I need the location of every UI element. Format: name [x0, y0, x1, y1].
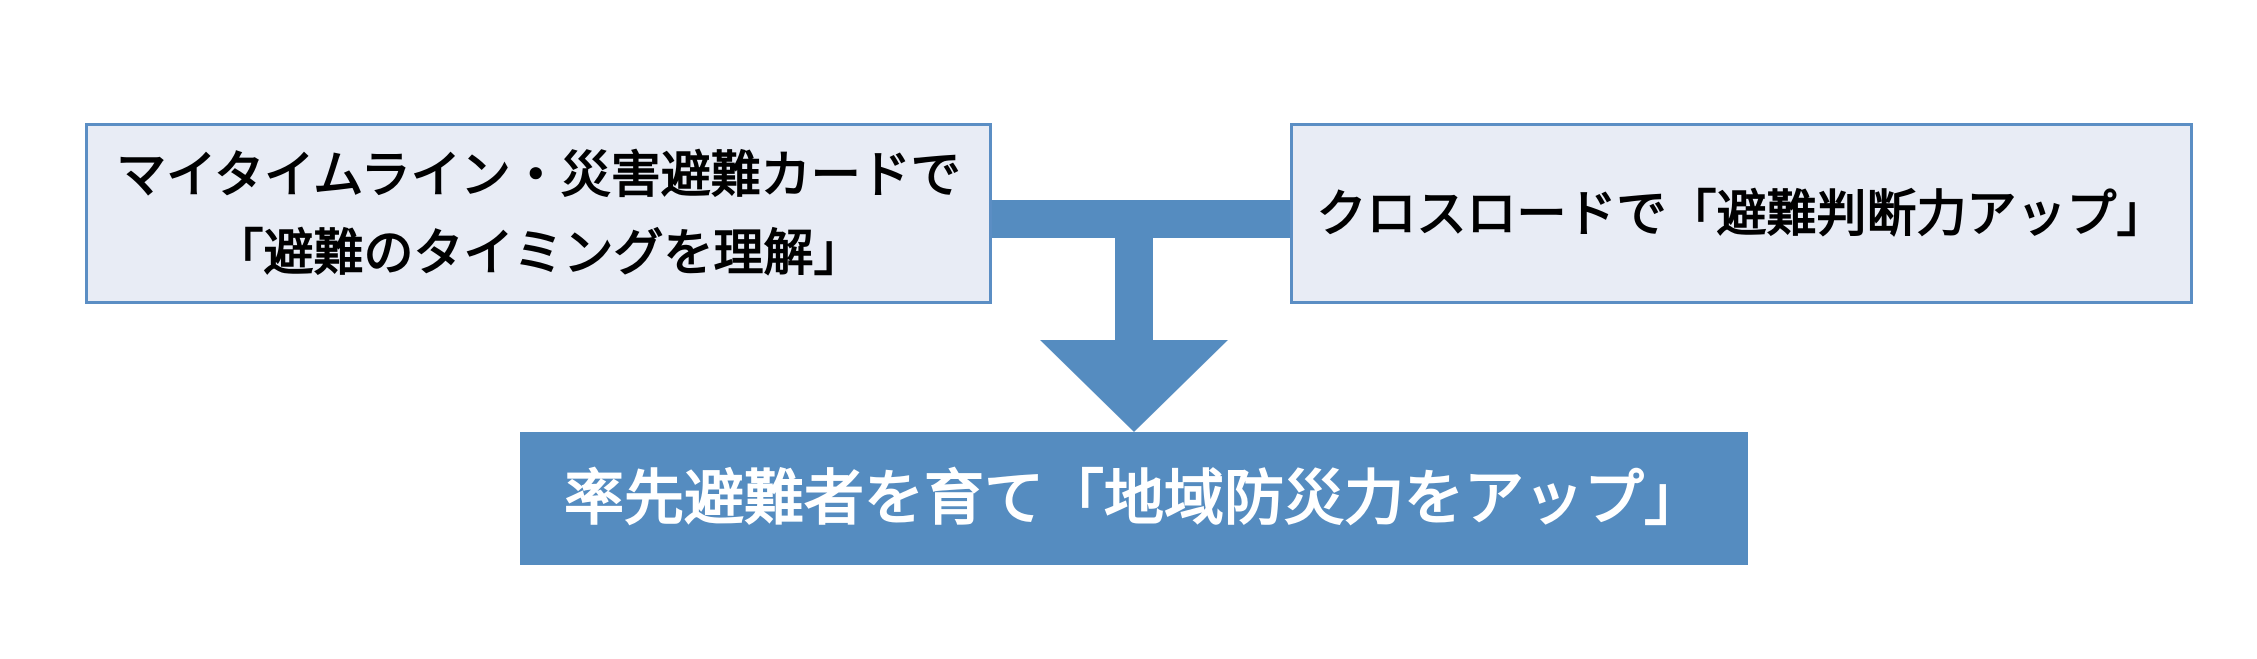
result-text: 率先避難者を育て「地域防災力をアップ」 [564, 463, 1704, 534]
down-arrow-head [1040, 340, 1228, 432]
right-input-box: クロスロードで「避難判断力アップ」 [1290, 123, 2193, 304]
result-box: 率先避難者を育て「地域防災力をアップ」 [520, 432, 1748, 565]
vertical-connector-stem [1115, 236, 1153, 342]
left-input-text: マイタイムライン・災害避難カードで 「避難のタイミングを理解」 [116, 136, 961, 292]
right-input-text: クロスロードで「避難判断力アップ」 [1316, 184, 2167, 243]
horizontal-connector-bar [990, 200, 1292, 238]
left-input-line-1: マイタイムライン・災害避難カードで [116, 145, 961, 204]
left-input-box: マイタイムライン・災害避難カードで 「避難のタイミングを理解」 [85, 123, 992, 304]
left-input-line-2: 「避難のタイミングを理解」 [213, 223, 864, 282]
